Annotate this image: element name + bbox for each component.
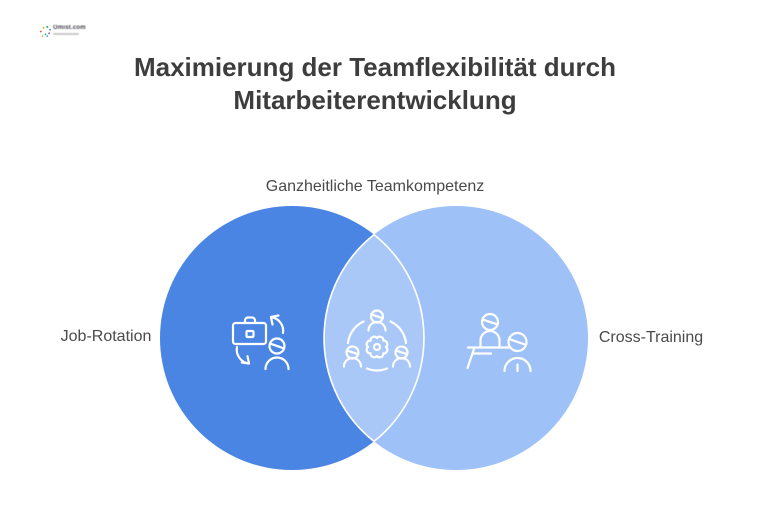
right-circle-label: Cross-Training (598, 329, 704, 346)
right-circle (324, 206, 588, 470)
job-rotation-icon (231, 314, 290, 371)
page-title: Maximierung der Teamflexibilität durch M… (0, 51, 750, 117)
training-icon (466, 312, 532, 373)
logo-tagline (53, 33, 79, 35)
overlap-lens (323, 233, 425, 443)
logo-text: Omist.com (53, 25, 86, 31)
left-circle-label: Job-Rotation (60, 328, 152, 345)
logo-burst-icon (39, 25, 51, 37)
page-title-line-1: Maximierung der Teamflexibilität durch (133, 52, 617, 82)
page-title-line-2: Mitarbeiterentwicklung (233, 85, 517, 115)
overlap-label: Ganzheitliche Teamkompetenz (265, 178, 485, 195)
logo: Omist.com (38, 25, 86, 38)
team-collaboration-icon (342, 309, 412, 372)
